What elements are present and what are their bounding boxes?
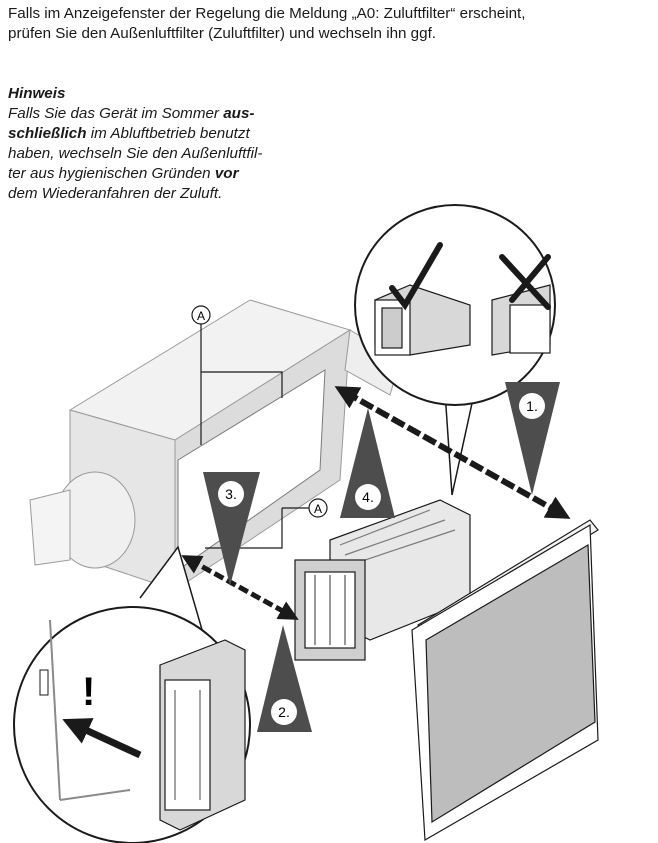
check-mark-icon	[389, 242, 443, 311]
note-text-4: ter aus hygienischen Gründen	[8, 165, 215, 182]
step-3-marker: 3.	[203, 472, 260, 586]
note-heading: Hinweis	[8, 85, 66, 102]
callout-a-top: A	[191, 305, 283, 445]
cross-mark-icon	[499, 254, 551, 310]
svg-text:4.: 4.	[362, 489, 374, 505]
bag-filter	[294, 499, 471, 661]
note-bold-2: schließlich	[8, 125, 87, 142]
intro-line-1: Falls im Anzeigefenster der Regelung die…	[8, 5, 526, 22]
note-text-2: im Abluftbetrieb benutzt	[86, 125, 250, 142]
panel-filter	[411, 519, 599, 842]
svg-text:A: A	[314, 502, 322, 516]
filter-wrong	[491, 284, 551, 356]
svg-text:2.: 2.	[278, 704, 290, 720]
note-text-5: dem Wiederanfahren der Zuluft.	[8, 185, 223, 202]
bag-filter-detail	[159, 639, 246, 831]
step-1-marker: 1.	[505, 382, 560, 495]
note-block: Hinweis Falls Sie das Gerät im Sommer au…	[8, 84, 338, 204]
arrow-step-4-1	[334, 386, 571, 519]
filter-correct	[374, 284, 471, 356]
note-bold-1: aus-	[223, 105, 255, 122]
note-text-1: Falls Sie das Gerät im Sommer	[8, 105, 224, 122]
step-4-marker: 4.	[340, 408, 395, 518]
intro-line-2: prüfen Sie den Außenluftfilter (Zuluftfi…	[8, 25, 437, 42]
svg-text:1.: 1.	[526, 398, 538, 414]
svg-text:A: A	[197, 309, 205, 323]
detail-magnifier: !	[13, 545, 251, 843]
svg-text:3.: 3.	[225, 486, 237, 502]
arrow-step-3-2	[181, 555, 299, 620]
warning-mark: !	[82, 670, 95, 714]
insert-arrow	[62, 718, 142, 759]
note-text-3: haben, wechseln Sie den Außenluftfil-	[8, 145, 263, 162]
step-2-marker: 2.	[257, 625, 312, 732]
note-bold-3: vor	[214, 165, 239, 182]
intro-text: Falls im Anzeigefenster der Regelung die…	[8, 4, 653, 44]
